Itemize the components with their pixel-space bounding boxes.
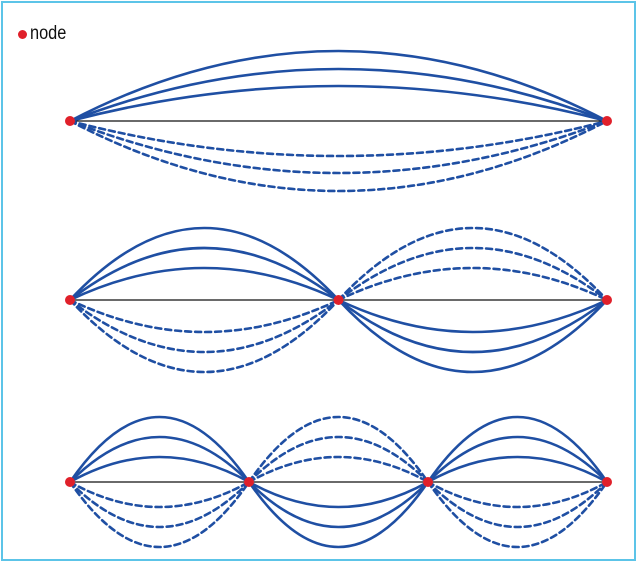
dashed-wave-curve <box>247 415 430 484</box>
node-point <box>65 116 75 126</box>
dashed-wave-curve <box>68 480 251 509</box>
solid-wave-curve <box>247 480 430 529</box>
solid-wave-curve <box>68 455 251 484</box>
dashed-wave-curve <box>68 480 251 529</box>
dashed-wave-curve <box>337 246 609 302</box>
wave-panel-2 <box>65 226 612 374</box>
node-point <box>602 295 612 305</box>
wave-panel-1 <box>65 49 612 193</box>
node-marker-icon <box>18 30 27 39</box>
node-point <box>423 477 433 487</box>
wave-panel-3 <box>65 415 612 549</box>
dashed-wave-curve <box>426 480 609 529</box>
node-point <box>65 477 75 487</box>
solid-wave-curve <box>337 298 609 354</box>
solid-wave-curve <box>426 455 609 484</box>
dashed-wave-curve <box>68 298 340 354</box>
solid-wave-curve <box>68 435 251 484</box>
dashed-wave-curve <box>68 298 340 374</box>
dashed-wave-curve <box>247 435 430 484</box>
node-point <box>602 116 612 126</box>
node-point <box>65 295 75 305</box>
solid-wave-curve <box>426 435 609 484</box>
dashed-wave-curve <box>426 480 609 549</box>
dashed-wave-curve <box>68 480 251 549</box>
dashed-wave-curve <box>68 119 609 193</box>
solid-wave-curve <box>68 226 340 302</box>
legend-label: node <box>30 23 67 44</box>
solid-wave-curve <box>247 480 430 549</box>
node-point <box>333 295 344 305</box>
dashed-wave-curve <box>68 119 609 175</box>
solid-wave-curve <box>68 49 609 123</box>
node-point <box>244 477 254 487</box>
dashed-wave-curve <box>68 298 340 334</box>
dashed-wave-curve <box>68 119 609 158</box>
solid-wave-curve <box>426 415 609 484</box>
solid-wave-curve <box>68 266 340 302</box>
dashed-wave-curve <box>337 266 609 302</box>
solid-wave-curve <box>68 84 609 123</box>
dashed-wave-curve <box>247 455 430 484</box>
solid-wave-curve <box>68 67 609 123</box>
solid-wave-curve <box>68 246 340 302</box>
legend: node <box>18 24 72 43</box>
solid-wave-curve <box>337 298 609 334</box>
solid-wave-curve <box>247 480 430 509</box>
solid-wave-curve <box>337 298 609 374</box>
node-point <box>602 477 612 487</box>
dashed-wave-curve <box>426 480 609 509</box>
dashed-wave-curve <box>337 226 609 302</box>
solid-wave-curve <box>68 415 251 484</box>
